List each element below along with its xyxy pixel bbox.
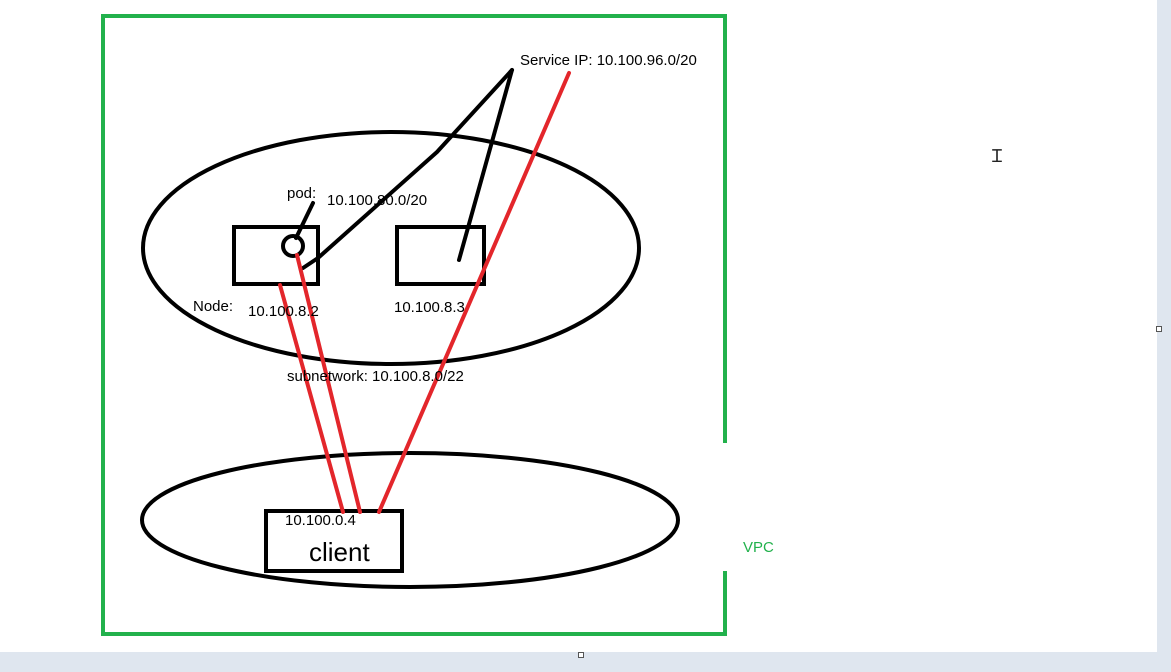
client-to-node-line <box>278 283 345 514</box>
node2-ip-label: 10.100.8.3 <box>394 299 465 316</box>
service-ip-label: Service IP: 10.100.96.0/20 <box>520 52 697 69</box>
vpc-boundary <box>101 14 727 636</box>
node-box-1 <box>232 225 320 286</box>
subnetwork-label: subnetwork: 10.100.8.0/22 <box>287 368 464 385</box>
pod-label: pod: <box>287 185 317 202</box>
pod-pointer-line <box>294 201 315 240</box>
client-network-ellipse <box>140 451 680 589</box>
client-label: client <box>309 537 370 567</box>
client-to-pod-line <box>295 253 362 514</box>
client-to-service-line <box>377 71 571 514</box>
service-ip-connector-node1 <box>301 68 514 270</box>
pod-cidr-label: 10.100.80.0/20 <box>327 192 428 209</box>
subnetwork-ellipse <box>141 130 641 366</box>
node1-ip-label: 10.100.8.2 <box>248 303 319 320</box>
client-box <box>264 509 404 573</box>
vpc-label: VPC <box>743 539 774 556</box>
service-ip-connector-node2 <box>457 68 514 262</box>
client-ip-label: 10.100.0.4 <box>285 512 356 529</box>
network-diagram <box>101 14 727 636</box>
resize-handle-bottom[interactable] <box>578 652 584 658</box>
drawing-canvas[interactable]: Service IP: 10.100.96.0/20 pod: 10.100.8… <box>0 0 1162 652</box>
text-cursor-icon: Ɪ <box>992 146 1003 167</box>
resize-handle-right[interactable] <box>1156 326 1162 332</box>
pod-circle <box>281 234 305 258</box>
node-box-2 <box>395 225 486 286</box>
node-label: Node: <box>193 298 234 315</box>
